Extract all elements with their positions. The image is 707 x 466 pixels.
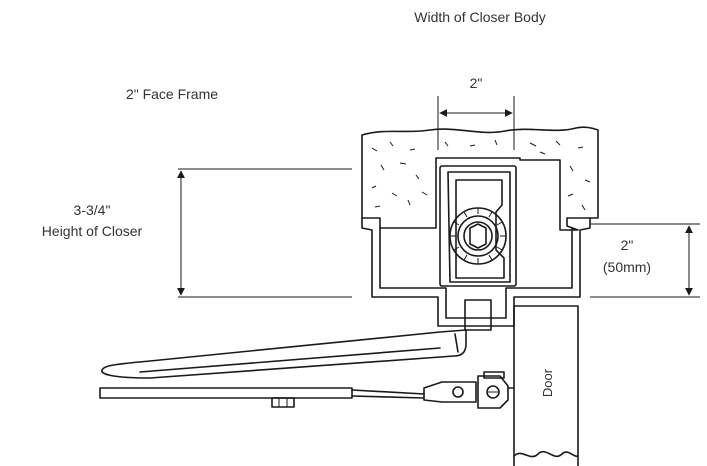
closer-height-value: 3-3/4" (74, 202, 111, 218)
side-dimension-indicator (590, 223, 700, 298)
pinion-teeth (450, 208, 506, 264)
closer-body-width-label: Width of Closer Body (414, 9, 546, 25)
face-frame-label: 2" Face Frame (126, 86, 218, 102)
closer-mechanism (439, 165, 517, 331)
closer-forearm (99, 387, 425, 408)
face-frame (361, 126, 599, 231)
side-dimension-metric: (50mm) (603, 259, 651, 275)
closer-height-indicator (177, 168, 352, 298)
closer-height-caption: Height of Closer (42, 223, 143, 239)
top-dimension-indicator (437, 96, 515, 150)
face-frame-texture (371, 139, 591, 211)
closer-housing (361, 217, 591, 327)
top-dimension-label: 2" (470, 75, 483, 91)
side-dimension-value: 2" (621, 237, 634, 253)
closer-main-arm (101, 329, 467, 379)
door-shoe (423, 371, 515, 409)
door-label: Door (540, 368, 555, 397)
door (513, 305, 579, 466)
